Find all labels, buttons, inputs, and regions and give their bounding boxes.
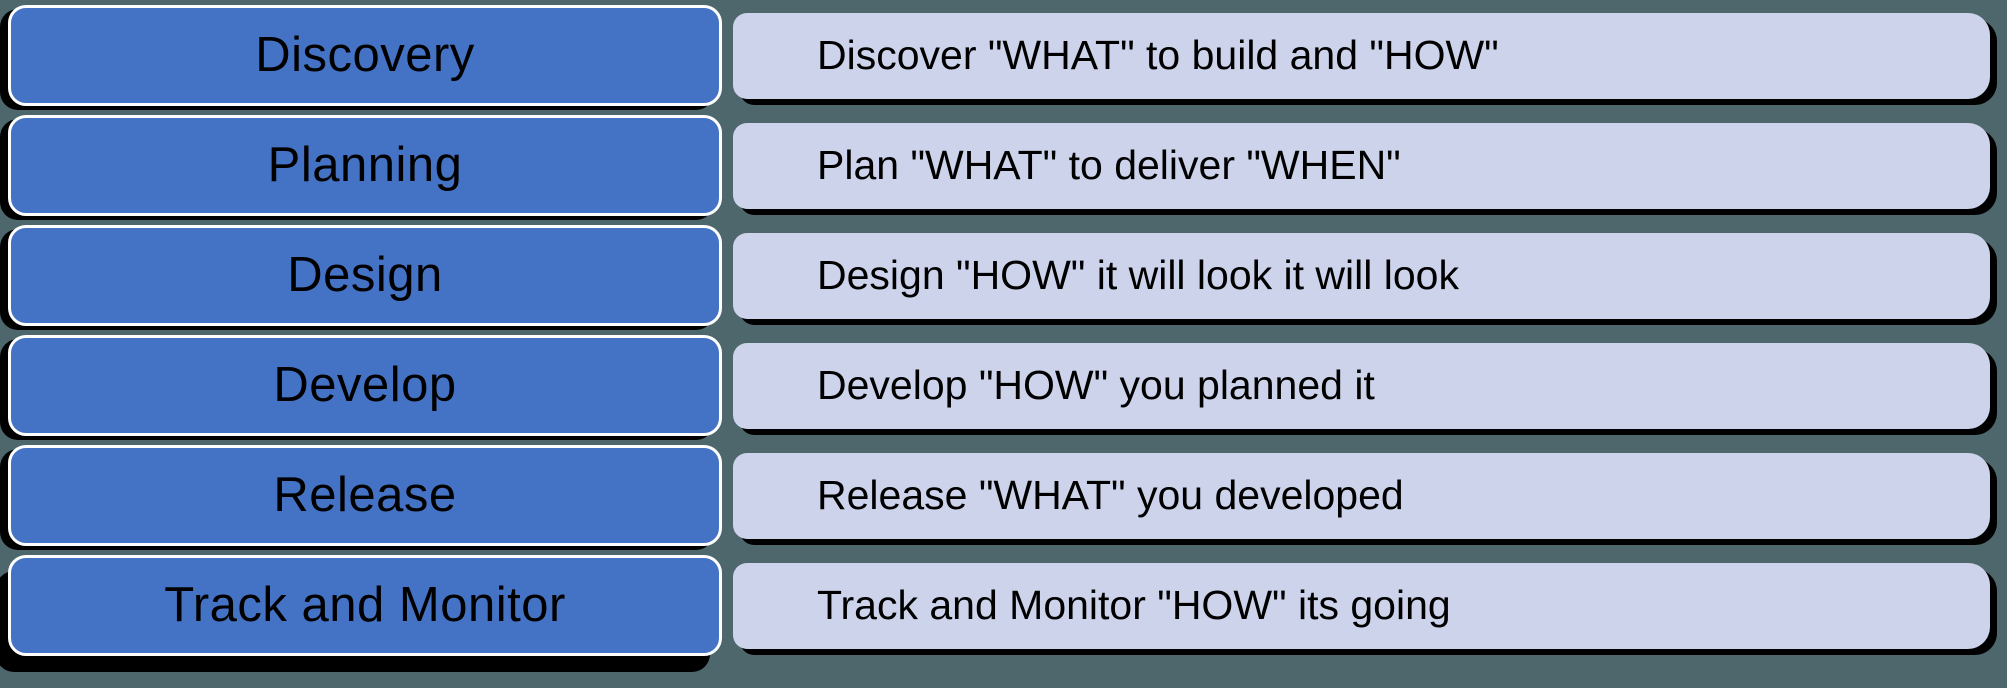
stage-label: Release (273, 468, 457, 522)
row-design: Design Design "HOW" it will look it will… (0, 225, 2007, 326)
row-discovery: Discovery Discover "WHAT" to build and "… (0, 5, 2007, 106)
stage-button-discovery: Discovery (8, 5, 722, 106)
description-text: Plan "WHAT" to deliver "WHEN" (817, 142, 1401, 188)
stage-label: Develop (273, 358, 457, 412)
description-text: Discover "WHAT" to build and "HOW" (817, 32, 1499, 78)
stage-label: Discovery (255, 28, 475, 82)
description-text: Release "WHAT" you developed (817, 472, 1404, 518)
description-panel-develop: Develop "HOW" you planned it (733, 342, 1990, 429)
stage-button-design: Design (8, 225, 722, 326)
stage-label: Planning (267, 138, 463, 192)
description-panel-track-and-monitor: Track and Monitor "HOW" its going (733, 562, 1990, 649)
description-panel-planning: Plan "WHAT" to deliver "WHEN" (733, 122, 1990, 209)
row-release: Release Release "WHAT" you developed (0, 445, 2007, 546)
description-text: Design "HOW" it will look it will look (817, 252, 1459, 298)
stage-button-track-and-monitor: Track and Monitor (8, 555, 722, 656)
stage-button-develop: Develop (8, 335, 722, 436)
description-panel-discovery: Discover "WHAT" to build and "HOW" (733, 12, 1990, 99)
description-panel-release: Release "WHAT" you developed (733, 452, 1990, 539)
row-develop: Develop Develop "HOW" you planned it (0, 335, 2007, 436)
stage-label: Track and Monitor (164, 578, 566, 632)
description-panel-design: Design "HOW" it will look it will look (733, 232, 1990, 319)
description-text: Track and Monitor "HOW" its going (817, 582, 1451, 628)
stage-button-release: Release (8, 445, 722, 546)
stage-button-planning: Planning (8, 115, 722, 216)
stage-label: Design (287, 248, 443, 302)
row-track-and-monitor: Track and Monitor Track and Monitor "HOW… (0, 555, 2007, 656)
row-planning: Planning Plan "WHAT" to deliver "WHEN" (0, 115, 2007, 216)
description-text: Develop "HOW" you planned it (817, 362, 1375, 408)
